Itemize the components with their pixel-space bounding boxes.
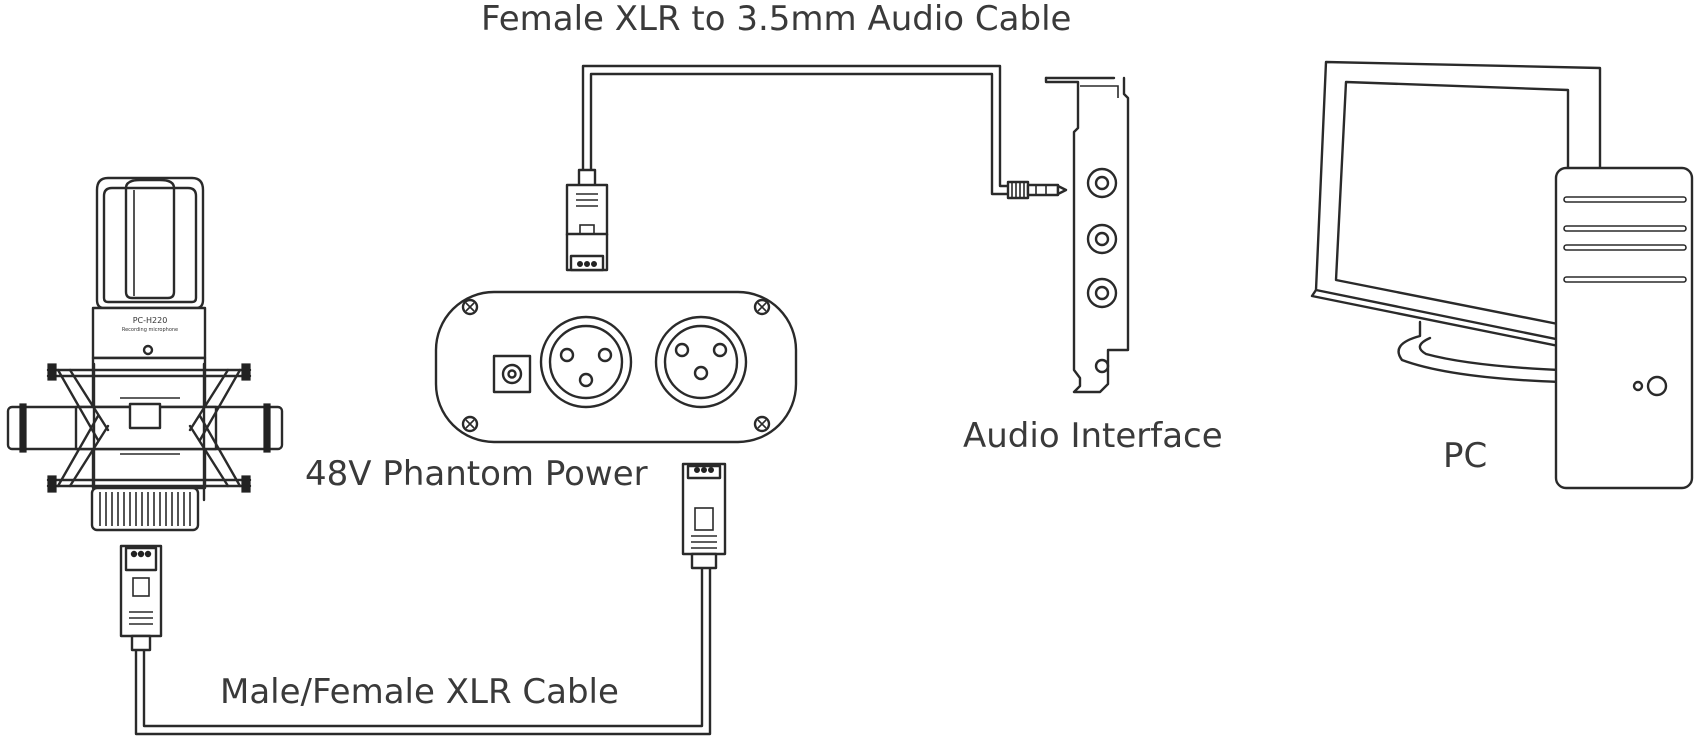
- screw-icons: [461, 298, 771, 433]
- phantom-power-label: 48V Phantom Power: [305, 454, 648, 494]
- audio-cable-label: Female XLR to 3.5mm Audio Cable: [481, 0, 1071, 39]
- xlr-cable: [119, 462, 727, 736]
- audio-interface-label: Audio Interface: [963, 416, 1223, 456]
- xlr-cable-label: Male/Female XLR Cable: [220, 672, 619, 712]
- pc-icon: [1310, 60, 1694, 490]
- phantom-power-box: [434, 290, 798, 444]
- pc-label: PC: [1443, 436, 1487, 476]
- microphone: PC-H220 Recording microphone: [6, 176, 284, 532]
- audio-interface-card: [1044, 76, 1130, 394]
- audio-cable: [565, 64, 1068, 272]
- mic-subtitle-text: Recording microphone: [122, 327, 178, 333]
- mic-model-text: PC-H220: [133, 316, 168, 325]
